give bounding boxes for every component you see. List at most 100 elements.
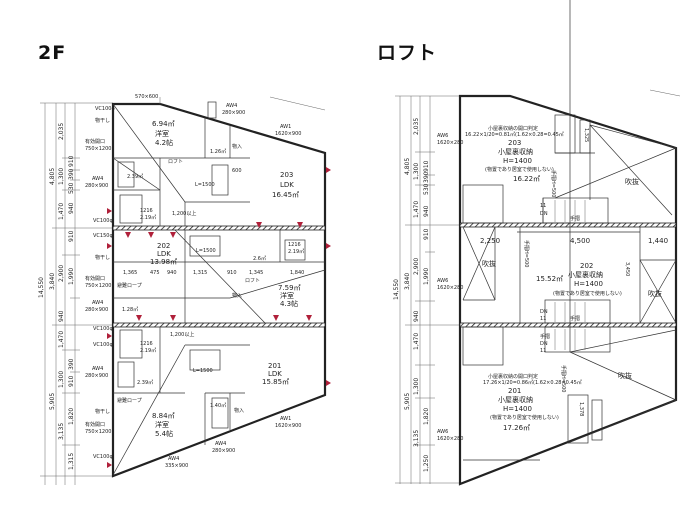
- unit-separator-wall: [112, 322, 326, 328]
- plan-label: 1,200以上: [172, 210, 196, 217]
- plan-label: AW4: [92, 366, 103, 372]
- plan-label: DN: [540, 341, 548, 347]
- plan-label: 1620×280: [437, 285, 463, 291]
- plan-label: 1216: [140, 208, 153, 214]
- plan-label: AW6: [437, 133, 448, 139]
- plan-label: 475: [150, 270, 160, 276]
- loft-room-201: 手摺 DN 11 小屋裏収納の開口判定 17.26×1/20=0.86㎡(1.6…: [437, 333, 632, 442]
- plan-label: 避難ロープ: [117, 282, 142, 289]
- plan-label: 小屋裏収納: [498, 147, 533, 156]
- plan-label: AW4: [168, 456, 179, 462]
- plan-label: 910: [68, 375, 75, 387]
- plan-label: 6.94㎡: [152, 120, 175, 128]
- plan-label: 1,300: [413, 163, 420, 180]
- plan-label: 8.84㎡: [152, 412, 175, 420]
- plan-label: 1620×900: [275, 423, 301, 429]
- plan-label: 280×900: [212, 448, 235, 454]
- plan-label: 13.98㎡: [150, 258, 177, 266]
- plan-label: ロフト: [245, 278, 260, 284]
- plan-label: 7.59㎡: [278, 284, 301, 292]
- plan-label: 335×900: [165, 463, 188, 469]
- plan-label: 1,200以上: [170, 331, 194, 338]
- loft-plan: 14,550 4,805 3,840 5,905 2,035 1,300 1,4…: [393, 0, 681, 486]
- plan-label: 1,990: [68, 268, 75, 285]
- plan-label: 910: [227, 270, 237, 276]
- plan-label: 3,450: [624, 262, 630, 276]
- loft-room-203: 小屋裏収納の開口判定 16.22×1/20=0.81㎡(1.62×0.28=0.…: [437, 125, 639, 222]
- room-202: 202 LDK 13.98㎡ 7.59㎡ 洋室 4.3帖 1.28㎡ 1216 …: [117, 242, 304, 313]
- plan-label: 小屋裏収納の開口判定: [488, 373, 538, 380]
- exterior-labels: VC100φ 物干し 有効開口 750×1200 AW4 280×900 VC1…: [85, 94, 301, 469]
- plan-label: 1,470: [58, 203, 65, 220]
- dimension-labels: 14,550 4,805 3,840 5,905 2,035 1,300 1,4…: [393, 118, 430, 472]
- unit-separator-wall: [459, 322, 677, 328]
- plan-label: 吹抜: [625, 177, 639, 186]
- loft-room-202: 2,250 4,500 1,440 202 小屋裏収納 H=1400 15.52…: [437, 237, 668, 322]
- plan-label: VC100φ: [93, 326, 113, 332]
- plan-label: 有効開口: [85, 421, 105, 428]
- dimension-row: 1,365 475 940 1,315 910 1,345 1,840: [123, 270, 304, 276]
- plan-label: 14,550: [393, 279, 400, 300]
- plan-label: 1,840: [290, 270, 304, 276]
- plan-label: 16.22㎡: [513, 175, 540, 183]
- plan-label: L=1500: [195, 182, 215, 188]
- plan-label: 有効開口: [85, 138, 105, 145]
- plan-label: L=1500: [196, 248, 216, 254]
- plan-label: 11: [540, 316, 546, 322]
- plan-label: (物置であり居室で使用しない): [490, 414, 559, 421]
- plan-label: H=1400: [503, 405, 532, 413]
- plan-label: 避難ロープ: [117, 397, 142, 404]
- plan-label: 4,805: [49, 168, 56, 185]
- plan-label: 1,300: [58, 371, 65, 388]
- plan-label: 3,840: [404, 273, 411, 290]
- plan-label: 5.4帖: [155, 429, 173, 438]
- plan-label: 5,905: [49, 393, 56, 410]
- plan-label: 11: [540, 348, 546, 354]
- plan-label: 940: [413, 310, 420, 322]
- plan-label: 1,325: [583, 128, 589, 142]
- plan-label: 910: [68, 155, 75, 167]
- plan-label: AW4: [215, 441, 226, 447]
- plan-label: 洋室: [155, 129, 169, 138]
- plan-label: 1,345: [249, 270, 263, 276]
- plan-label: 吹抜: [482, 259, 496, 268]
- plan-label: DN: [540, 211, 548, 217]
- plan-label: 2.19㎡: [140, 214, 156, 221]
- plan-label: 910: [423, 228, 430, 240]
- plan-label: 940: [68, 202, 75, 214]
- plan-label: 2,900: [58, 265, 65, 282]
- unit-separator-wall: [112, 225, 326, 231]
- plan-label: AW6: [437, 278, 448, 284]
- plan-label: 吹抜: [618, 371, 632, 380]
- plan-label: 17.26㎡: [503, 424, 530, 432]
- plan-label: 2,900: [413, 258, 420, 275]
- plan-label: 202: [157, 242, 170, 250]
- exterior-walls: [458, 94, 678, 486]
- plan-label: 手摺: [570, 315, 580, 322]
- plan-label: 1216: [288, 242, 301, 248]
- plan-label: LDK: [280, 181, 294, 189]
- plan-label: 4,805: [404, 158, 411, 175]
- plan-label: 1,470: [413, 201, 420, 218]
- plan-label: 5,905: [404, 393, 411, 410]
- plan-label: 物入: [232, 292, 242, 299]
- plan-label: H=1400: [503, 157, 532, 165]
- plan-label: 750×1200: [85, 429, 111, 435]
- plan-label: 202: [580, 262, 593, 270]
- plan-label: 小屋裏収納: [498, 395, 533, 404]
- exterior-walls: [111, 102, 327, 478]
- plan-label: 390: [68, 358, 75, 370]
- plan-label: AW4: [226, 103, 237, 109]
- plan-label: (物置であり居室で使用しない): [485, 166, 554, 173]
- plan-label: 1620×900: [275, 131, 301, 137]
- plan-label: 物干し: [95, 408, 110, 415]
- plan-label: 2.6㎡: [253, 255, 266, 262]
- plan-label: 1,990: [423, 268, 430, 285]
- plan-label: 280×900: [85, 307, 108, 313]
- room-203: 203 LDK 16.45㎡ 6.94㎡ 洋室 4.2帖 1.26㎡ 2.39㎡…: [127, 120, 299, 221]
- plan-label: 2,250: [480, 237, 500, 245]
- plan-label: 910: [68, 230, 75, 242]
- plan-label: 手摺: [570, 215, 580, 222]
- dimension-lines: [40, 102, 113, 485]
- plan-label: 15.85㎡: [262, 378, 289, 386]
